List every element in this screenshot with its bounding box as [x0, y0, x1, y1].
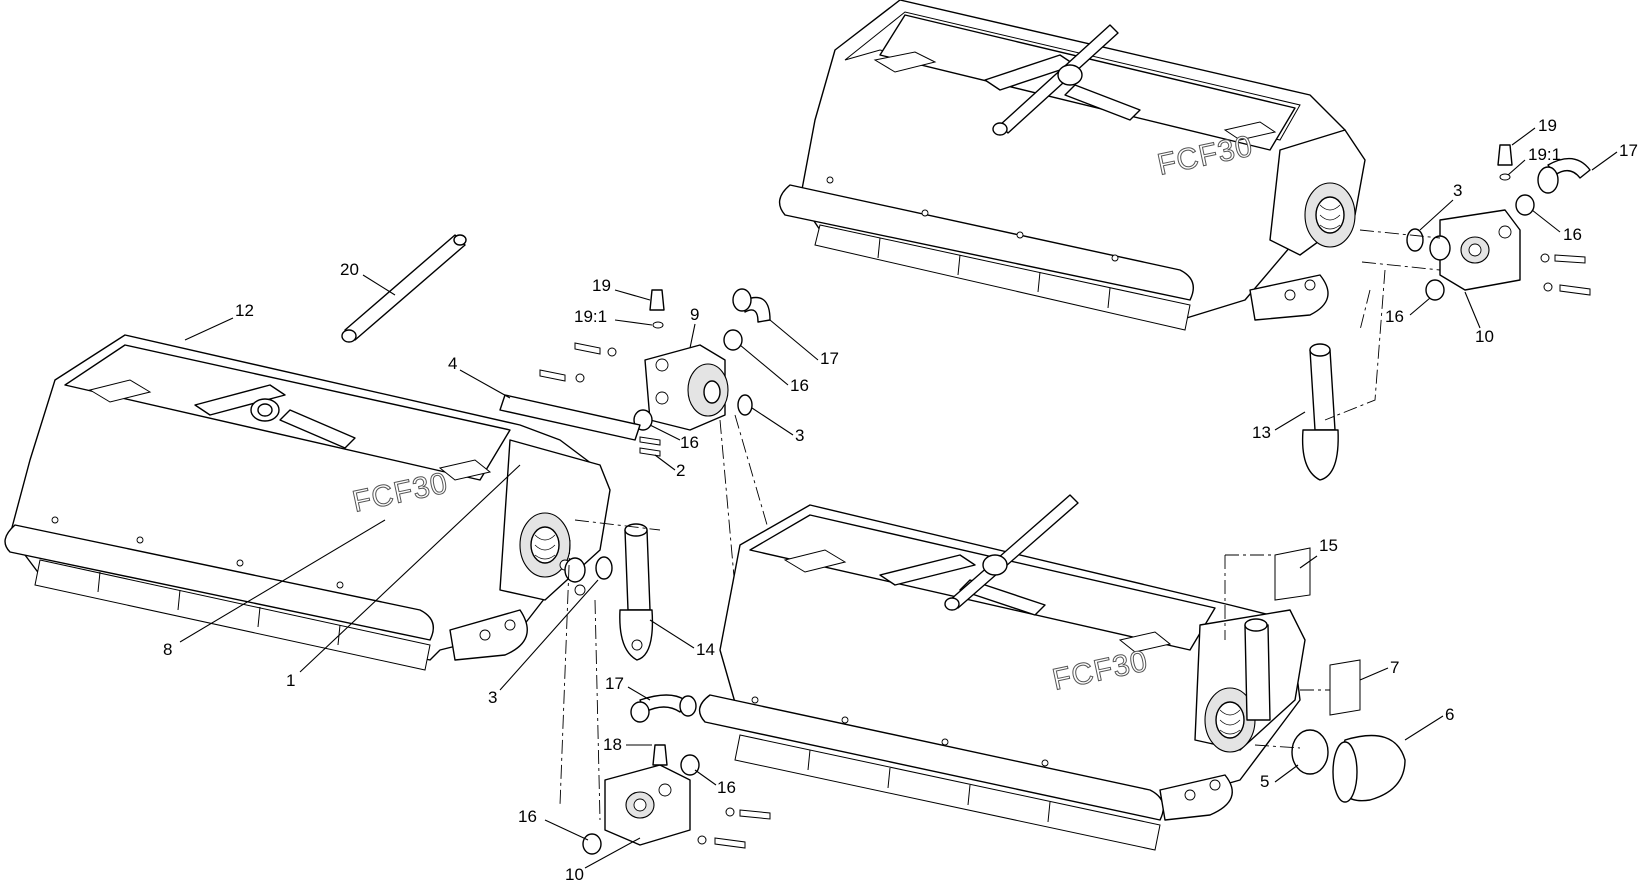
- callout-9: 9: [690, 305, 699, 324]
- callout-16-lower-left-b: 16: [518, 807, 537, 826]
- callout-17-lower-left: 17: [605, 674, 624, 693]
- callout-5: 5: [1260, 772, 1269, 791]
- cylinder-14: [564, 523, 654, 661]
- callout-19-1-upper-left: 19:1: [574, 307, 607, 326]
- callout-8: 8: [163, 640, 172, 659]
- mower-deck-bottom-center: FCF30: [698, 494, 1306, 851]
- callout-10-top-right: 10: [1475, 327, 1494, 346]
- pump-assembly-upper-left: [499, 288, 771, 457]
- callout-17-top-right: 17: [1619, 141, 1638, 160]
- callout-12: 12: [235, 301, 254, 320]
- pump-assembly-lower-left: [559, 414, 771, 855]
- callout-16-top-right-a: 16: [1563, 225, 1582, 244]
- callout-3-upper-left: 3: [795, 426, 804, 445]
- mower-deck-left: FCF30: [4, 334, 611, 671]
- callout-16-top-right-b: 16: [1385, 307, 1404, 326]
- callout-10-lower-left: 10: [565, 865, 584, 884]
- callout-14: 14: [696, 640, 715, 659]
- callout-18: 18: [603, 735, 622, 754]
- cover-parts-bottom-right: [1224, 547, 1406, 803]
- callout-15: 15: [1319, 536, 1338, 555]
- callout-17-upper-left: 17: [820, 349, 839, 368]
- callout-6: 6: [1445, 705, 1454, 724]
- callout-1: 1: [286, 671, 295, 690]
- pump-assembly-top-right: [1301, 144, 1591, 481]
- callout-16-upper-left-a: 16: [790, 376, 809, 395]
- callout-3-top-right: 3: [1453, 181, 1462, 200]
- callout-16-upper-left-b: 16: [680, 433, 699, 452]
- callout-19-1-top-right: 19:1: [1528, 145, 1561, 164]
- callout-2: 2: [676, 461, 685, 480]
- callout-19-upper-left: 19: [592, 276, 611, 295]
- callout-4: 4: [448, 354, 457, 373]
- callout-13: 13: [1252, 423, 1271, 442]
- callout-20: 20: [340, 260, 359, 279]
- callout-7: 7: [1390, 658, 1399, 677]
- callouts: 20 12 4 19 19:1 9 17 16 16 3 2 8: [163, 116, 1638, 884]
- callout-19-top-right: 19: [1538, 116, 1557, 135]
- callout-3-left: 3: [488, 688, 497, 707]
- drive-shaft-20: [341, 234, 467, 343]
- callout-16-lower-left-a: 16: [717, 778, 736, 797]
- mower-deck-top-right: FCF30: [778, 0, 1366, 331]
